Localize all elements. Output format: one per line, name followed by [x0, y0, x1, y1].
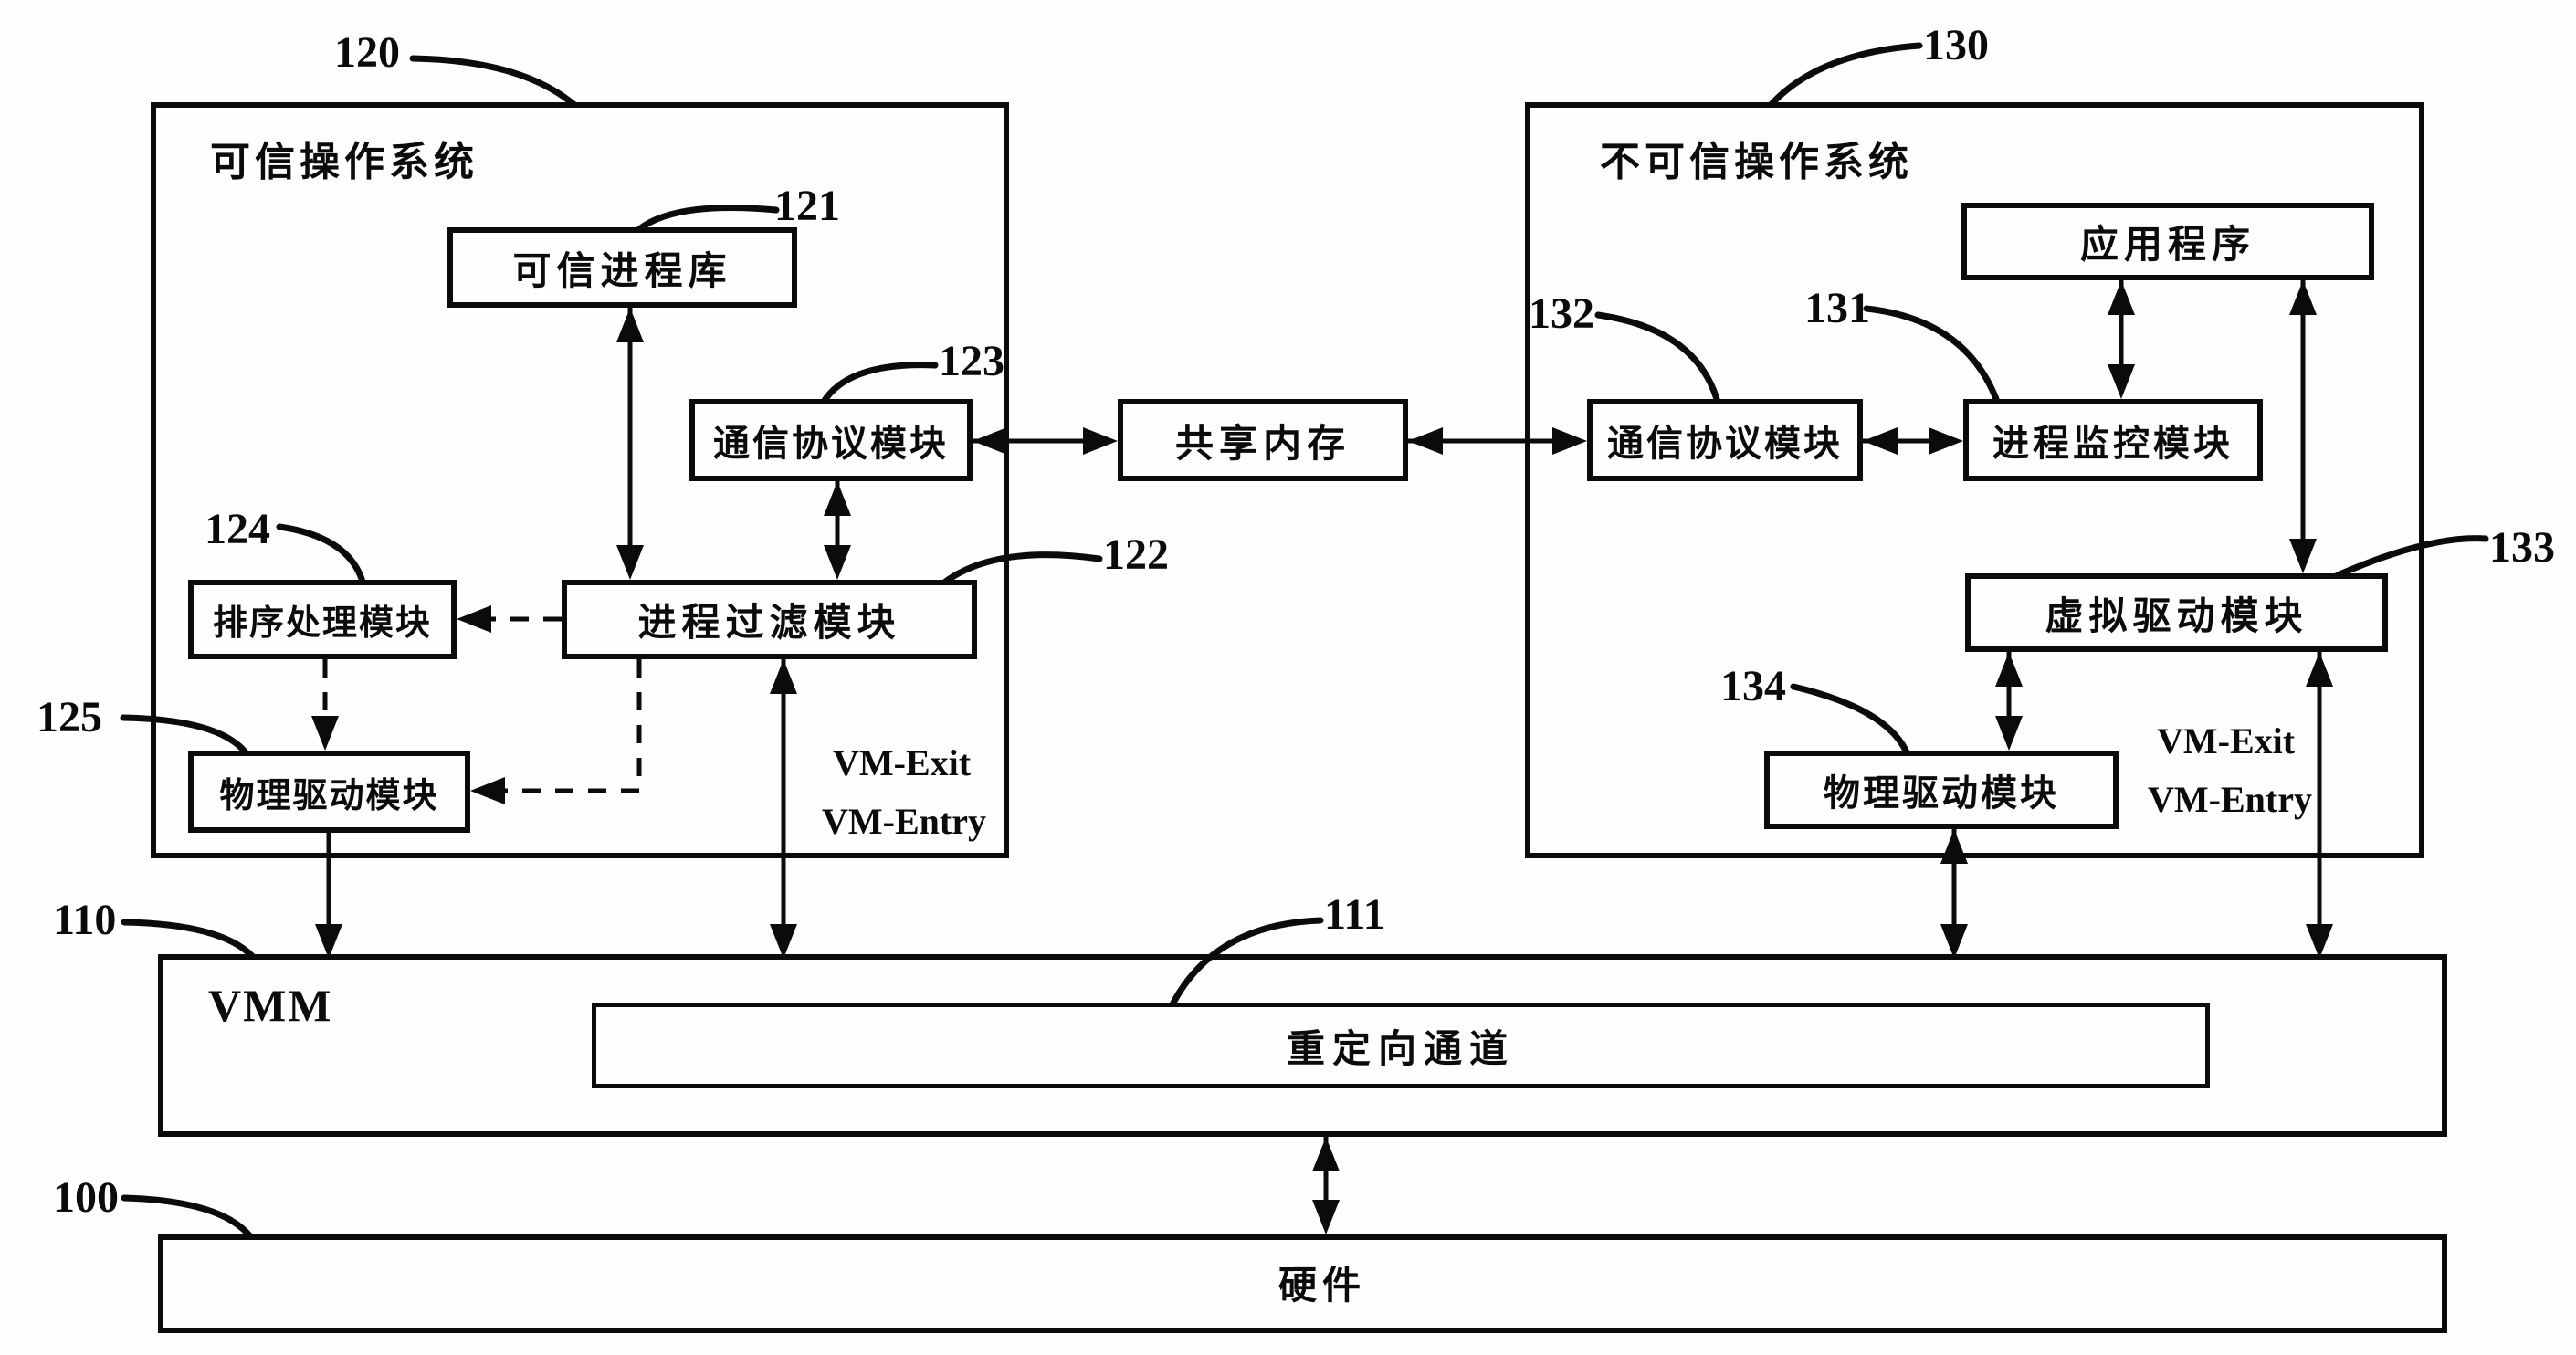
ref-label-122: 122	[1103, 530, 1169, 579]
process-filter-module-box: 进程过滤模块	[562, 580, 977, 659]
arrow-library-filter	[616, 308, 644, 580]
comm-protocol-module-trusted-box: 通信协议模块	[689, 399, 973, 481]
trusted-process-library-box: 可信进程库	[447, 227, 797, 308]
ref-label-130: 130	[1923, 21, 1989, 69]
arrow-commprotocol-filter	[824, 481, 851, 580]
leader-125	[120, 714, 252, 760]
vm-entry-label-untrusted: VM-Entry	[2148, 779, 2312, 820]
leader-123	[820, 362, 939, 405]
leader-111	[1169, 917, 1324, 1008]
ref-label-100: 100	[53, 1173, 119, 1222]
leader-100	[121, 1194, 254, 1240]
ref-label-133: 133	[2489, 523, 2555, 572]
ref-label-132: 132	[1529, 289, 1594, 338]
ref-label-125: 125	[37, 693, 102, 741]
ref-label-123: 123	[939, 337, 1004, 385]
arrow-filter-sort-dashed	[457, 605, 562, 633]
vmm-box	[158, 954, 2447, 1137]
leader-134	[1790, 683, 1910, 756]
leader-132	[1594, 311, 1720, 403]
leader-124	[276, 523, 366, 585]
leader-131	[1863, 305, 2000, 403]
arrow-application-monitor	[2108, 280, 2135, 399]
arrow-sharedmemory-commprotocol	[1408, 427, 1587, 455]
ref-label-111: 111	[1324, 890, 1385, 939]
trusted-os-title: 可信操作系统	[210, 139, 478, 185]
ref-label-134: 134	[1720, 662, 1786, 710]
physical-driver-module-untrusted-box: 物理驱动模块	[1764, 751, 2119, 829]
hardware-box	[158, 1234, 2447, 1333]
arrow-application-virtualdriver	[2289, 280, 2317, 573]
virtual-driver-module-box: 虚拟驱动模块	[1965, 573, 2388, 652]
leader-121	[636, 205, 780, 233]
arrow-filter-vmm	[770, 659, 797, 959]
sort-processing-module-box: 排序处理模块	[188, 580, 457, 659]
arrow-commprotocol-monitor	[1863, 427, 1963, 455]
comm-protocol-module-untrusted-box: 通信协议模块	[1587, 399, 1863, 481]
arrow-commprotocol-sharedmemory	[973, 427, 1118, 455]
arrow-virtualdriver-vmm	[2306, 652, 2333, 959]
arrow-vmm-hardware	[1312, 1137, 1340, 1234]
application-box: 应用程序	[1961, 203, 2374, 280]
arrow-sort-physdriver-dashed	[311, 659, 339, 751]
leader-130	[1768, 42, 1923, 108]
vm-entry-label-trusted: VM-Entry	[822, 801, 986, 842]
untrusted-os-box	[1525, 102, 2424, 858]
trusted-os-box	[151, 102, 1009, 858]
vm-exit-label-trusted: VM-Exit	[833, 742, 972, 783]
vmm-label: VMM	[208, 980, 333, 1031]
untrusted-os-title: 不可信操作系统	[1600, 139, 1913, 185]
physical-driver-module-trusted-box: 物理驱动模块	[188, 751, 470, 833]
hardware-label: 硬件	[1278, 1263, 1367, 1308]
ref-label-120: 120	[334, 28, 400, 77]
ref-label-124: 124	[205, 505, 270, 553]
arrow-filter-physdriver-dashed	[470, 659, 642, 804]
leader-110	[121, 919, 256, 960]
ref-label-110: 110	[53, 896, 117, 944]
ref-label-131: 131	[1804, 284, 1870, 332]
shared-memory-box: 共享内存	[1118, 399, 1408, 481]
vm-exit-label-untrusted: VM-Exit	[2157, 720, 2296, 762]
ref-label-121: 121	[774, 182, 840, 230]
process-monitor-module-box: 进程监控模块	[1963, 399, 2263, 481]
redirect-channel-box: 重定向通道	[592, 1003, 2210, 1088]
arrow-virtualdriver-physdriver	[1995, 652, 2023, 751]
leader-120	[409, 55, 577, 108]
